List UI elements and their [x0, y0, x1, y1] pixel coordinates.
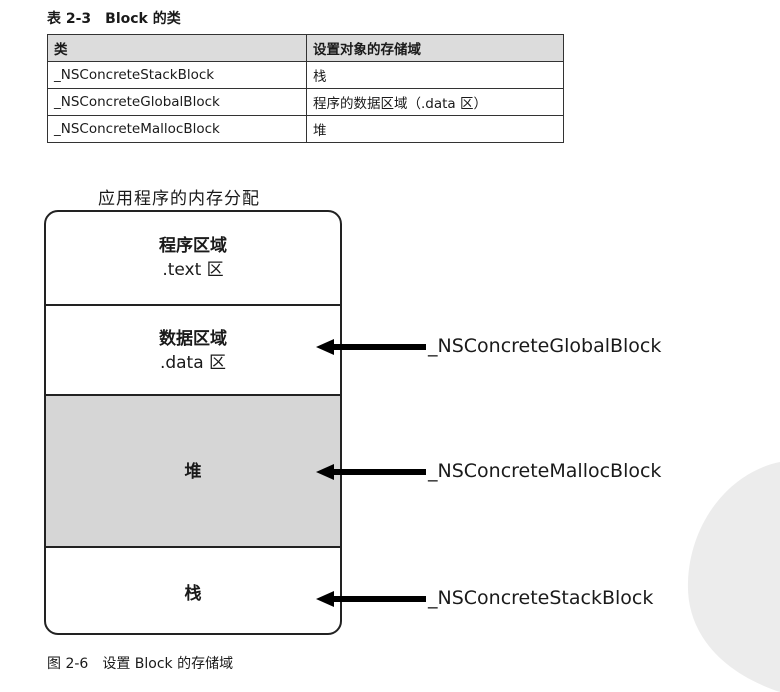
- table-row: _NSConcreteGlobalBlock 程序的数据区域（.data 区）: [47, 88, 564, 116]
- arrow-label-global: _NSConcreteGlobalBlock: [428, 335, 662, 357]
- left-arrow-icon: [316, 339, 426, 355]
- heap-region: 堆: [46, 394, 340, 548]
- left-arrow-icon: [316, 591, 426, 607]
- table-cell-storage: 栈: [306, 61, 564, 89]
- arrow-label-malloc: _NSConcreteMallocBlock: [428, 460, 662, 482]
- region-name: 数据区域: [159, 329, 227, 349]
- region-sub: .text 区: [162, 260, 224, 280]
- memory-layout-box: 程序区域 .text 区 数据区域 .data 区 堆 栈: [44, 210, 342, 635]
- diagram-title: 应用程序的内存分配: [98, 189, 260, 209]
- table-cell-class: _NSConcreteGlobalBlock: [47, 88, 307, 116]
- table-header-row: 类 设置对象的存储域: [47, 34, 564, 62]
- left-arrow-icon: [316, 464, 426, 480]
- block-class-table: 类 设置对象的存储域 _NSConcreteStackBlock 栈 _NSCo…: [47, 34, 564, 143]
- arrow-label-stack: _NSConcreteStackBlock: [428, 587, 654, 609]
- text-segment-region: 程序区域 .text 区: [46, 212, 340, 304]
- data-segment-region: 数据区域 .data 区: [46, 304, 340, 396]
- table-cell-class: _NSConcreteMallocBlock: [47, 115, 307, 143]
- column-header-storage: 设置对象的存储域: [306, 34, 564, 62]
- table-cell-class: _NSConcreteStackBlock: [47, 61, 307, 89]
- region-name: 栈: [184, 583, 202, 604]
- table-cell-storage: 程序的数据区域（.data 区）: [306, 88, 564, 116]
- table-caption: 表 2-3 Block 的类: [47, 11, 181, 27]
- watermark-seal-icon: [687, 462, 780, 692]
- table-cell-storage: 堆: [306, 115, 564, 143]
- figure-caption: 图 2-6 设置 Block 的存储域: [47, 656, 234, 672]
- table-row: _NSConcreteMallocBlock 堆: [47, 115, 564, 143]
- stack-region: 栈: [46, 546, 340, 633]
- region-name: 程序区域: [159, 236, 227, 256]
- column-header-class: 类: [47, 34, 307, 62]
- region-name: 堆: [184, 462, 202, 482]
- table-row: _NSConcreteStackBlock 栈: [47, 61, 564, 89]
- region-sub: .data 区: [159, 353, 227, 373]
